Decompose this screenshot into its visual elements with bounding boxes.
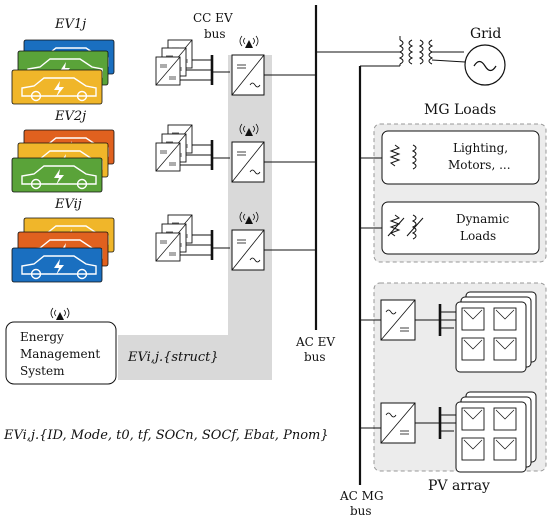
inductor-icon	[411, 144, 417, 170]
inverter-2	[231, 123, 316, 183]
ac-mg-bus-label: AC MG	[339, 489, 384, 503]
ac-ev-bus-label-2: bus	[304, 350, 326, 364]
ev-group-2	[11, 129, 115, 193]
load-lighting-motors: Lighting, Motors, ...	[360, 130, 540, 185]
communication-band	[118, 55, 272, 380]
load-1-label: Lighting,	[453, 141, 508, 155]
cc-ev-bus-label: CC EV	[193, 11, 233, 25]
sine-icon	[473, 60, 497, 72]
variable-resistor-icon	[389, 214, 401, 237]
ev-group-3-label: EVij	[54, 197, 82, 212]
ev-struct-label: EVi,j.{struct}	[127, 350, 219, 365]
ev-group-1	[11, 39, 115, 105]
pv-array-label: PV array	[428, 478, 490, 494]
mg-loads-label: MG Loads	[424, 102, 496, 118]
grid-label: Grid	[470, 26, 501, 42]
dcdc-stack-2	[155, 124, 230, 172]
inverter-3	[231, 211, 316, 271]
load-dynamic: Dynamic Loads	[360, 201, 540, 255]
grid-source	[464, 44, 506, 86]
inverter-1	[231, 35, 316, 96]
energy-management-system: Energy Management System	[5, 307, 117, 385]
pv-string-1	[360, 291, 537, 373]
dcdc-stack-3	[155, 214, 230, 262]
ac-ev-bus-label: AC EV	[295, 335, 335, 349]
load-2-label-2: Loads	[460, 229, 496, 243]
dcdc-stack-1	[155, 39, 230, 86]
load-2-label: Dynamic	[456, 212, 510, 226]
ev-fields-label: EVi,j.{ID, Mode, t0, tf, SOCn, SOCf, Eba…	[3, 428, 329, 443]
ev-group-3	[11, 217, 115, 283]
ems-label-2: Management	[20, 347, 100, 361]
transformer	[316, 36, 464, 67]
cc-ev-bus-label-2: bus	[204, 27, 226, 41]
variable-inductor-icon	[411, 214, 417, 240]
ac-mg-bus-label-2: bus	[350, 504, 372, 518]
ems-label-1: Energy	[20, 330, 64, 344]
load-1-label-2: Motors, ...	[448, 158, 511, 172]
pv-string-2	[360, 391, 537, 473]
ev-group-1-label: EV1j	[54, 17, 86, 32]
resistor-icon	[389, 144, 401, 167]
ems-label-3: System	[20, 364, 65, 378]
ev-group-2-label: EV2j	[54, 109, 86, 124]
